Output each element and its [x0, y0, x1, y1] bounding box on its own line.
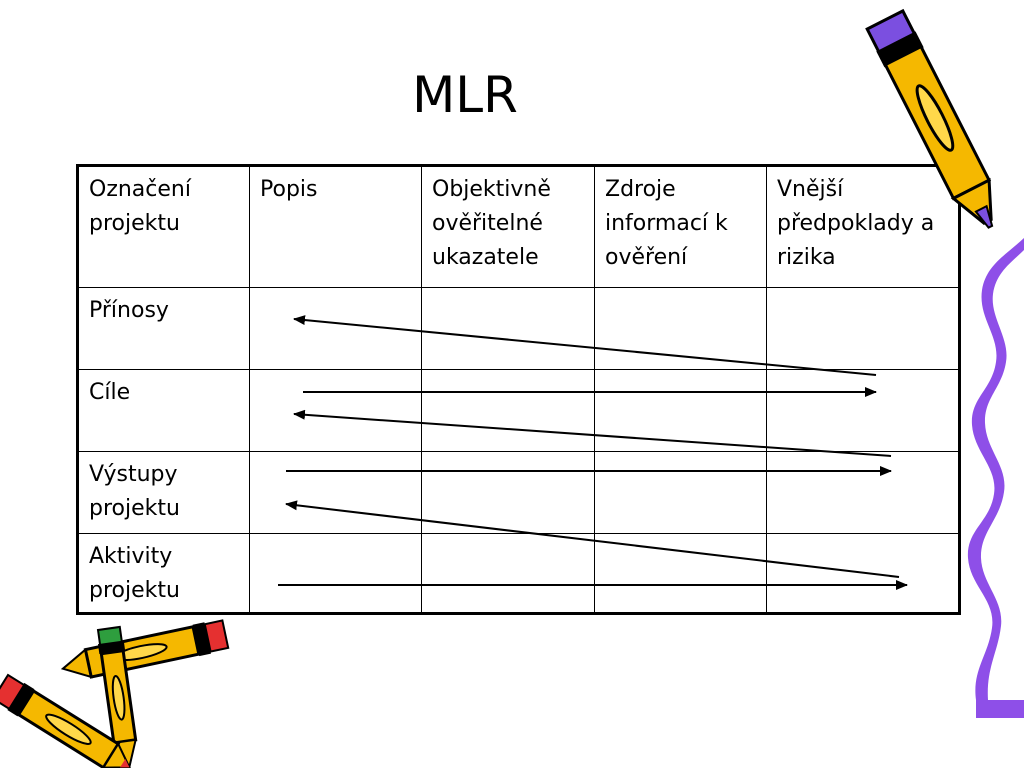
header-cell: Objektivně ověřitelné ukazatele — [421, 165, 595, 288]
table-cell — [594, 451, 767, 534]
table-row: Aktivity projektu — [77, 533, 960, 614]
header-cell: Označení projektu — [77, 165, 250, 288]
logframe-table: Označení projektu Popis Objektivně ověři… — [76, 164, 961, 615]
table-cell — [421, 369, 595, 452]
row-label: Cíle — [77, 369, 250, 452]
table-cell — [421, 287, 595, 370]
table-cell — [249, 451, 422, 534]
header-cell: Vnější předpoklady a rizika — [766, 165, 960, 288]
row-label: Přínosy — [77, 287, 250, 370]
table-row: Výstupy projektu — [77, 451, 960, 534]
header-cell: Zdroje informací k ověření — [594, 165, 767, 288]
slide-title: MLR — [412, 66, 518, 124]
table-cell — [766, 533, 960, 614]
row-label: Výstupy projektu — [77, 451, 250, 534]
table-cell — [249, 533, 422, 614]
table-cell — [594, 369, 767, 452]
table-cell — [249, 369, 422, 452]
table-cell — [766, 451, 960, 534]
table-cell — [421, 451, 595, 534]
wavy-border-inner — [980, 250, 1024, 700]
row-label: Aktivity projektu — [77, 533, 250, 614]
table-header-row: Označení projektu Popis Objektivně ověři… — [77, 165, 960, 288]
table-row: Cíle — [77, 369, 960, 452]
table-cell — [766, 287, 960, 370]
table-cell — [249, 287, 422, 370]
table-cell — [594, 533, 767, 614]
header-cell: Popis — [249, 165, 422, 288]
table-cell — [594, 287, 767, 370]
table-row: Přínosy — [77, 287, 960, 370]
table-cell — [766, 369, 960, 452]
wavy-border-shape — [967, 238, 1024, 718]
table-cell — [421, 533, 595, 614]
